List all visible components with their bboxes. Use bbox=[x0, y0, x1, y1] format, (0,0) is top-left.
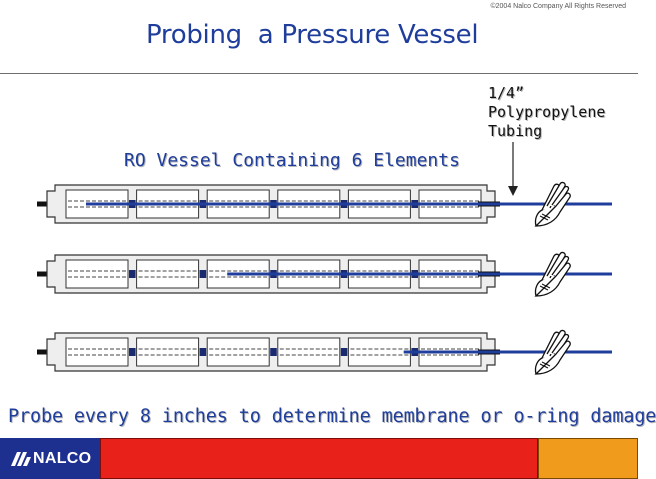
vessel-row-2 bbox=[37, 251, 612, 297]
membrane-element bbox=[65, 337, 129, 367]
tubing-pointer-arrowhead bbox=[508, 186, 518, 196]
vessel-rows bbox=[37, 181, 612, 375]
tubing-label-line-3: Tubing bbox=[488, 122, 543, 140]
tubing-label-line-1: 1/4” bbox=[488, 84, 525, 102]
caption: Probe every 8 inches to determine membra… bbox=[8, 406, 656, 427]
vessel-label: RO Vessel Containing 6 Elements bbox=[124, 150, 460, 171]
footer-orange-band bbox=[538, 438, 638, 479]
o-ring-connector bbox=[129, 270, 136, 278]
pressure-vessel-diagram bbox=[37, 142, 612, 375]
gloved-hand-icon bbox=[534, 181, 571, 227]
membrane-element bbox=[136, 337, 200, 367]
nalco-logo-text: NALCO bbox=[33, 450, 92, 467]
gloved-hand-icon bbox=[534, 329, 571, 375]
vessel-row-1 bbox=[37, 181, 612, 227]
tubing-label: 1/4” Polypropylene Tubing bbox=[488, 84, 605, 141]
membrane-element bbox=[347, 337, 411, 367]
nalco-logo-mark-icon bbox=[11, 452, 31, 466]
o-ring-connector bbox=[199, 270, 207, 278]
membrane-element bbox=[136, 259, 200, 289]
slide-title: Probing a Pressure Vessel bbox=[146, 20, 479, 50]
membrane-element bbox=[206, 337, 270, 367]
o-ring-connector bbox=[129, 348, 136, 356]
nalco-logo: NALCO bbox=[0, 438, 100, 479]
title-divider bbox=[0, 73, 638, 74]
gloved-hand-icon bbox=[534, 251, 571, 297]
membrane-element bbox=[65, 259, 129, 289]
copyright-notice: ©2004 Nalco Company All Rights Reserved bbox=[490, 3, 626, 10]
o-ring-connector bbox=[199, 348, 207, 356]
footer-red-band bbox=[100, 438, 538, 479]
o-ring-connector bbox=[340, 348, 348, 356]
footer-bar: NALCO bbox=[0, 438, 638, 479]
o-ring-connector bbox=[270, 348, 277, 356]
tubing-label-line-2: Polypropylene bbox=[488, 103, 606, 121]
membrane-element bbox=[277, 337, 341, 367]
vessel-row-3 bbox=[37, 329, 612, 375]
